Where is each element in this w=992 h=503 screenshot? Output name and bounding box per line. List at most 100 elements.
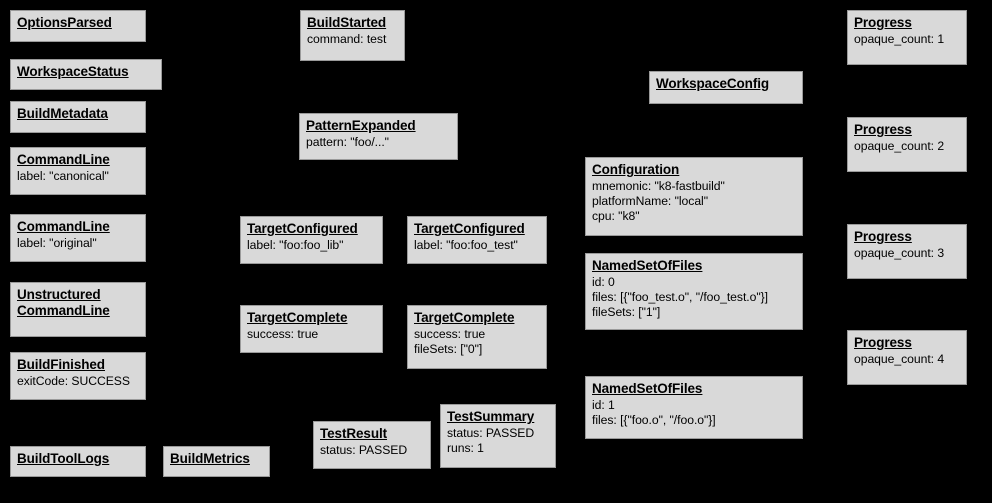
node-build-metadata[interactable]: BuildMetadata (10, 101, 146, 133)
node-field: opaque_count: 3 (854, 246, 945, 260)
node-field: fileSets: ["0"] (414, 342, 483, 356)
node-title: CommandLine (17, 152, 139, 168)
node-workspace-status[interactable]: WorkspaceStatus (10, 59, 162, 90)
node-title: NamedSetOfFiles (592, 258, 796, 274)
node-progress-4[interactable]: Progress opaque_count: 4 (847, 330, 967, 385)
node-build-metrics[interactable]: BuildMetrics (163, 446, 270, 477)
node-title-line: OptionsParsed (17, 15, 112, 30)
node-field: label: "foo:foo_test" (414, 238, 518, 252)
node-title-line: CommandLine (17, 152, 110, 167)
node-fields: exitCode: SUCCESS (17, 374, 139, 389)
node-progress-2[interactable]: Progress opaque_count: 2 (847, 117, 967, 172)
node-fields: label: "canonical" (17, 169, 139, 184)
node-command-line-canonical[interactable]: CommandLine label: "canonical" (10, 147, 146, 195)
node-field: fileSets: ["1"] (592, 305, 661, 319)
node-field: files: [{"foo.o", "/foo.o"}] (592, 413, 716, 427)
node-field: files: [{"foo_test.o", "/foo_test.o"}] (592, 290, 768, 304)
node-fields: success: true (247, 327, 376, 342)
node-title-line: PatternExpanded (306, 118, 416, 133)
node-field: opaque_count: 2 (854, 139, 945, 153)
node-field: opaque_count: 4 (854, 352, 945, 366)
node-title: Progress (854, 229, 960, 245)
node-title-line: TargetComplete (414, 310, 515, 325)
node-field: runs: 1 (447, 441, 484, 455)
node-field: exitCode: SUCCESS (17, 374, 130, 388)
node-fields: mnemonic: "k8-fastbuild"platformName: "l… (592, 179, 796, 224)
node-title: CommandLine (17, 219, 139, 235)
node-title: TestSummary (447, 409, 549, 425)
node-target-complete-lib[interactable]: TargetComplete success: true (240, 305, 383, 353)
node-field: mnemonic: "k8-fastbuild" (592, 179, 725, 193)
node-field: status: PASSED (447, 426, 535, 440)
node-fields: label: "original" (17, 236, 139, 251)
node-title: Progress (854, 15, 960, 31)
node-fields: opaque_count: 2 (854, 139, 960, 154)
node-title-line: TestResult (320, 426, 388, 441)
node-field: label: "foo:foo_lib" (247, 238, 344, 252)
node-title: BuildMetadata (17, 106, 139, 122)
node-title-line: Progress (854, 15, 912, 30)
node-command-line-original[interactable]: CommandLine label: "original" (10, 214, 146, 262)
node-field: success: true (414, 327, 486, 341)
node-options-parsed[interactable]: OptionsParsed (10, 10, 146, 42)
node-fields: label: "foo:foo_lib" (247, 238, 376, 253)
node-title: TargetComplete (414, 310, 540, 326)
node-title-line: TargetComplete (247, 310, 348, 325)
node-target-configured-lib[interactable]: TargetConfigured label: "foo:foo_lib" (240, 216, 383, 264)
node-field: pattern: "foo/..." (306, 135, 389, 149)
node-title: TestResult (320, 426, 424, 442)
node-title-line: BuildMetadata (17, 106, 108, 121)
node-title-line: CommandLine (17, 219, 110, 234)
node-title: PatternExpanded (306, 118, 451, 134)
node-progress-3[interactable]: Progress opaque_count: 3 (847, 224, 967, 279)
node-field: command: test (307, 32, 387, 46)
node-title-line: TargetConfigured (414, 221, 525, 236)
node-pattern-expanded[interactable]: PatternExpanded pattern: "foo/..." (299, 113, 458, 160)
node-title: TargetConfigured (247, 221, 376, 237)
node-title-line: Progress (854, 335, 912, 350)
node-title: Progress (854, 122, 960, 138)
node-title: BuildFinished (17, 357, 139, 373)
node-title: TargetConfigured (414, 221, 540, 237)
node-title-line: NamedSetOfFiles (592, 381, 703, 396)
node-field: label: "original" (17, 236, 97, 250)
node-title-line: Unstructured (17, 287, 101, 302)
node-title: BuildToolLogs (17, 451, 139, 467)
node-title-line: Progress (854, 122, 912, 137)
node-title: BuildStarted (307, 15, 398, 31)
node-fields: label: "foo:foo_test" (414, 238, 540, 253)
node-title-line: Progress (854, 229, 912, 244)
node-title-line: CommandLine (17, 303, 110, 318)
node-workspace-config[interactable]: WorkspaceConfig (649, 71, 803, 104)
node-fields: opaque_count: 3 (854, 246, 960, 261)
node-fields: pattern: "foo/..." (306, 135, 451, 150)
node-field: id: 0 (592, 275, 615, 289)
node-build-tool-logs[interactable]: BuildToolLogs (10, 446, 146, 477)
node-fields: command: test (307, 32, 398, 47)
node-title: Configuration (592, 162, 796, 178)
node-title: TargetComplete (247, 310, 376, 326)
node-title-line: WorkspaceStatus (17, 64, 129, 79)
node-title: WorkspaceStatus (17, 64, 155, 80)
node-title: NamedSetOfFiles (592, 381, 796, 397)
node-fields: opaque_count: 4 (854, 352, 960, 367)
node-field: cpu: "k8" (592, 209, 640, 223)
node-target-configured-test[interactable]: TargetConfigured label: "foo:foo_test" (407, 216, 547, 264)
node-field: success: true (247, 327, 319, 341)
node-title-line: TargetConfigured (247, 221, 358, 236)
